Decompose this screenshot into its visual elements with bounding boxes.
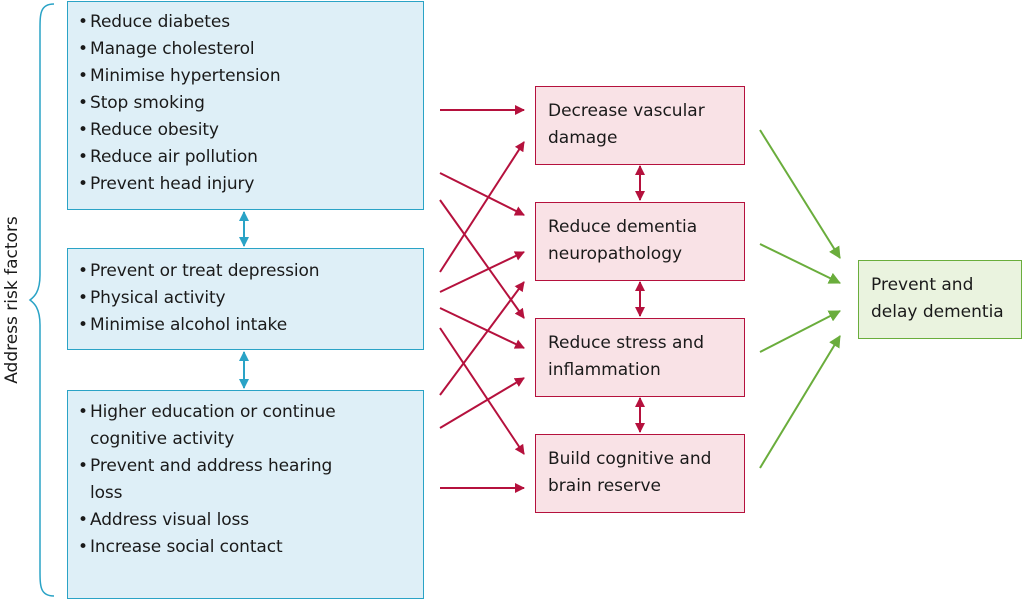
- arrow-neuropathology-to-outcome: [759, 243, 841, 284]
- risk-item: Prevent head injury: [68, 171, 423, 198]
- arrow-group2-to-stress: [439, 307, 525, 349]
- mechanism-box-stress-inflammation: Reduce stress and inflammation: [535, 318, 745, 397]
- mechanism-box-vascular-damage: Decrease vascular damage: [535, 86, 745, 165]
- risk-group-3: Higher education or continue cognitive a…: [67, 390, 424, 599]
- risk-item: Minimise hypertension: [68, 63, 423, 90]
- risk-item: Reduce diabetes: [68, 9, 423, 36]
- risk-item: Stop smoking: [68, 90, 423, 117]
- outcome-box: Prevent and delay dementia: [858, 260, 1022, 339]
- risk-group-2: Prevent or treat depression Physical act…: [67, 248, 424, 350]
- risk-factors-brace: [28, 3, 55, 597]
- outcome-label: Prevent and delay dementia: [871, 275, 1004, 322]
- risk-item: Reduce air pollution: [68, 144, 423, 171]
- risk-item: Reduce obesity: [68, 117, 423, 144]
- risk-item: Physical activity: [68, 285, 423, 312]
- mechanism-label: Reduce stress and inflammation: [548, 333, 704, 380]
- mechanism-box-dementia-neuropathology: Reduce dementia neuropathology: [535, 202, 745, 281]
- arrow-reserve-to-outcome: [759, 335, 841, 469]
- risk-item: Minimise alcohol intake: [68, 312, 423, 339]
- arrow-group1-to-neuropathology: [439, 172, 525, 216]
- risk-item: Prevent and address hearing loss: [68, 453, 368, 507]
- arrow-group3-to-neuropathology: [439, 281, 525, 396]
- risk-item: Increase social contact: [68, 534, 368, 561]
- risk-item: Address visual loss: [68, 507, 368, 534]
- arrow-group2-to-neuropathology: [439, 251, 525, 293]
- risk-factors-side-label: Address risk factors: [2, 216, 22, 384]
- mechanism-box-cognitive-reserve: Build cognitive and brain reserve: [535, 434, 745, 513]
- mechanism-label: Build cognitive and brain reserve: [548, 449, 712, 496]
- arrow-vascular-to-outcome: [759, 129, 841, 259]
- mechanism-label: Decrease vascular damage: [548, 101, 705, 148]
- risk-item: Manage cholesterol: [68, 36, 423, 63]
- risk-to-mechanism-arrows: [439, 105, 525, 493]
- risk-group-1: Reduce diabetes Manage cholesterol Minim…: [67, 1, 424, 210]
- arrow-group2-to-reserve: [439, 327, 525, 455]
- arrow-group1-to-stress: [439, 199, 525, 319]
- arrow-group3-to-stress: [439, 377, 525, 429]
- mechanism-label: Reduce dementia neuropathology: [548, 217, 698, 264]
- arrow-stress-to-outcome: [759, 310, 841, 353]
- risk-item: Higher education or continue cognitive a…: [68, 399, 368, 453]
- mechanism-to-outcome-arrows: [759, 129, 841, 469]
- risk-item: Prevent or treat depression: [68, 258, 423, 285]
- arrow-group2-to-vascular: [439, 141, 525, 273]
